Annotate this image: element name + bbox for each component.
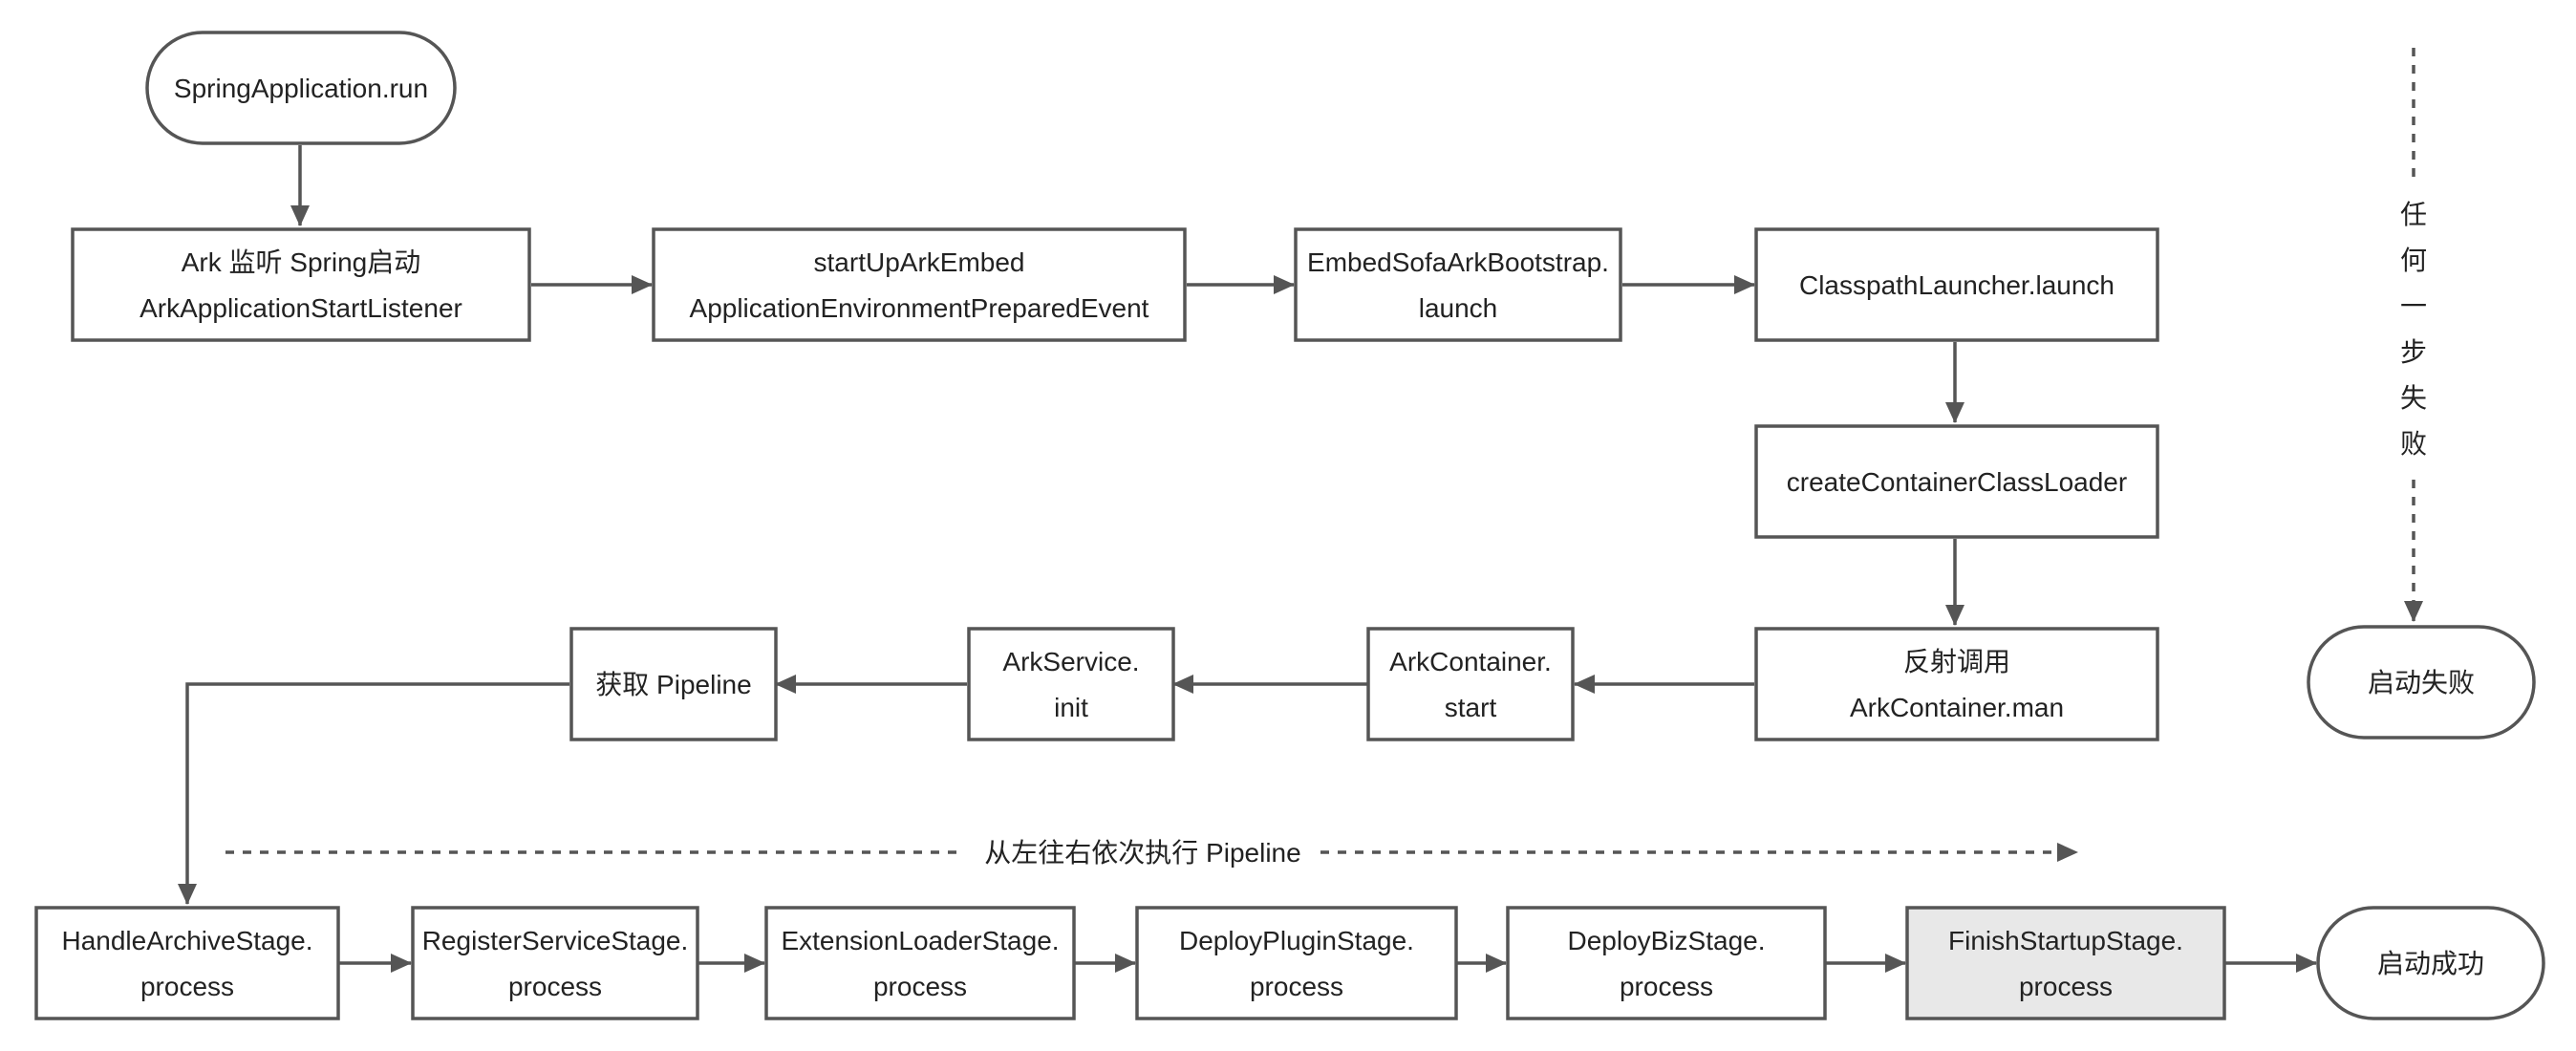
node-label: Ark 监听 Spring启动 <box>182 247 421 277</box>
node-create-container-class-loader: createContainerClassLoader <box>1754 424 2159 539</box>
node-spring-application-run: SpringApplication.run <box>145 31 457 145</box>
node-label: ArkService. <box>1002 647 1139 676</box>
failure-label: 任 何 一 步 失 败 <box>2400 199 2427 460</box>
node-label: ApplicationEnvironmentPreparedEvent <box>690 293 1149 323</box>
node-finish-startup-stage: FinishStartupStage. process <box>1905 906 2226 1020</box>
node-deploy-plugin-stage: DeployPluginStage. process <box>1135 906 1458 1020</box>
node-label: init <box>1054 693 1088 722</box>
failure-label-char: 任 <box>2400 199 2427 230</box>
node-label: process <box>1620 972 1713 1001</box>
node-label: process <box>1250 972 1343 1001</box>
node-label: HandleArchiveStage. <box>61 926 312 955</box>
node-embed-bootstrap: EmbedSofaArkBootstrap. launch <box>1294 227 1622 342</box>
node-label: ArkContainer. <box>1389 647 1552 676</box>
node-register-service-stage: RegisterServiceStage. process <box>411 906 699 1020</box>
failure-label-char: 败 <box>2400 428 2427 460</box>
node-label: FinishStartupStage. <box>1948 926 2183 955</box>
node-start-fail: 启动失败 <box>2307 625 2536 740</box>
failure-label-char: 步 <box>2400 336 2427 368</box>
node-label: process <box>508 972 602 1001</box>
node-label: SpringApplication.run <box>174 74 428 103</box>
node-label: 启动失败 <box>2368 667 2475 698</box>
node-label: process <box>873 972 967 1001</box>
node-start-up-ark-embed: startUpArkEmbed ApplicationEnvironmentPr… <box>652 227 1187 342</box>
node-reflect-call: 反射调用 ArkContainer.man <box>1754 627 2159 741</box>
node-label: ArkContainer.man <box>1850 693 2064 722</box>
pipeline-label: 从左往右依次执行 Pipeline <box>984 838 1300 868</box>
node-label: ArkApplicationStartListener <box>140 293 462 323</box>
node-deploy-biz-stage: DeployBizStage. process <box>1506 906 1827 1020</box>
node-label: process <box>2019 972 2113 1001</box>
node-label: launch <box>1419 293 1498 323</box>
node-ark-container-start: ArkContainer. start <box>1366 627 1575 741</box>
node-label: EmbedSofaArkBootstrap. <box>1307 247 1609 277</box>
failure-label-char: 一 <box>2400 290 2427 322</box>
node-label: RegisterServiceStage. <box>422 926 689 955</box>
node-get-pipeline: 获取 Pipeline <box>569 627 778 741</box>
node-label: 获取 Pipeline <box>595 670 751 699</box>
node-label: ExtensionLoaderStage. <box>781 926 1059 955</box>
node-label: 启动成功 <box>2377 948 2484 979</box>
node-ark-listener: Ark 监听 Spring启动 ArkApplicationStartListe… <box>71 227 531 342</box>
node-label: process <box>140 972 234 1001</box>
node-label: DeployPluginStage. <box>1179 926 1414 955</box>
node-ark-service-init: ArkService. init <box>967 627 1175 741</box>
failure-label-char: 失 <box>2400 382 2427 414</box>
node-classpath-launcher: ClasspathLauncher.launch <box>1754 227 2159 342</box>
node-handle-archive-stage: HandleArchiveStage. process <box>34 906 340 1020</box>
node-label: DeployBizStage. <box>1567 926 1765 955</box>
node-start-success: 启动成功 <box>2316 906 2545 1020</box>
node-label: 反射调用 <box>1903 647 2010 676</box>
arrow-pipeline-to-handle <box>178 682 569 905</box>
node-extension-loader-stage: ExtensionLoaderStage. process <box>764 906 1076 1020</box>
failure-label-char: 何 <box>2400 245 2427 276</box>
node-label: startUpArkEmbed <box>814 247 1025 277</box>
node-label: start <box>1445 693 1497 722</box>
node-label: createContainerClassLoader <box>1787 467 2127 497</box>
node-label: ClasspathLauncher.launch <box>1799 270 2114 300</box>
